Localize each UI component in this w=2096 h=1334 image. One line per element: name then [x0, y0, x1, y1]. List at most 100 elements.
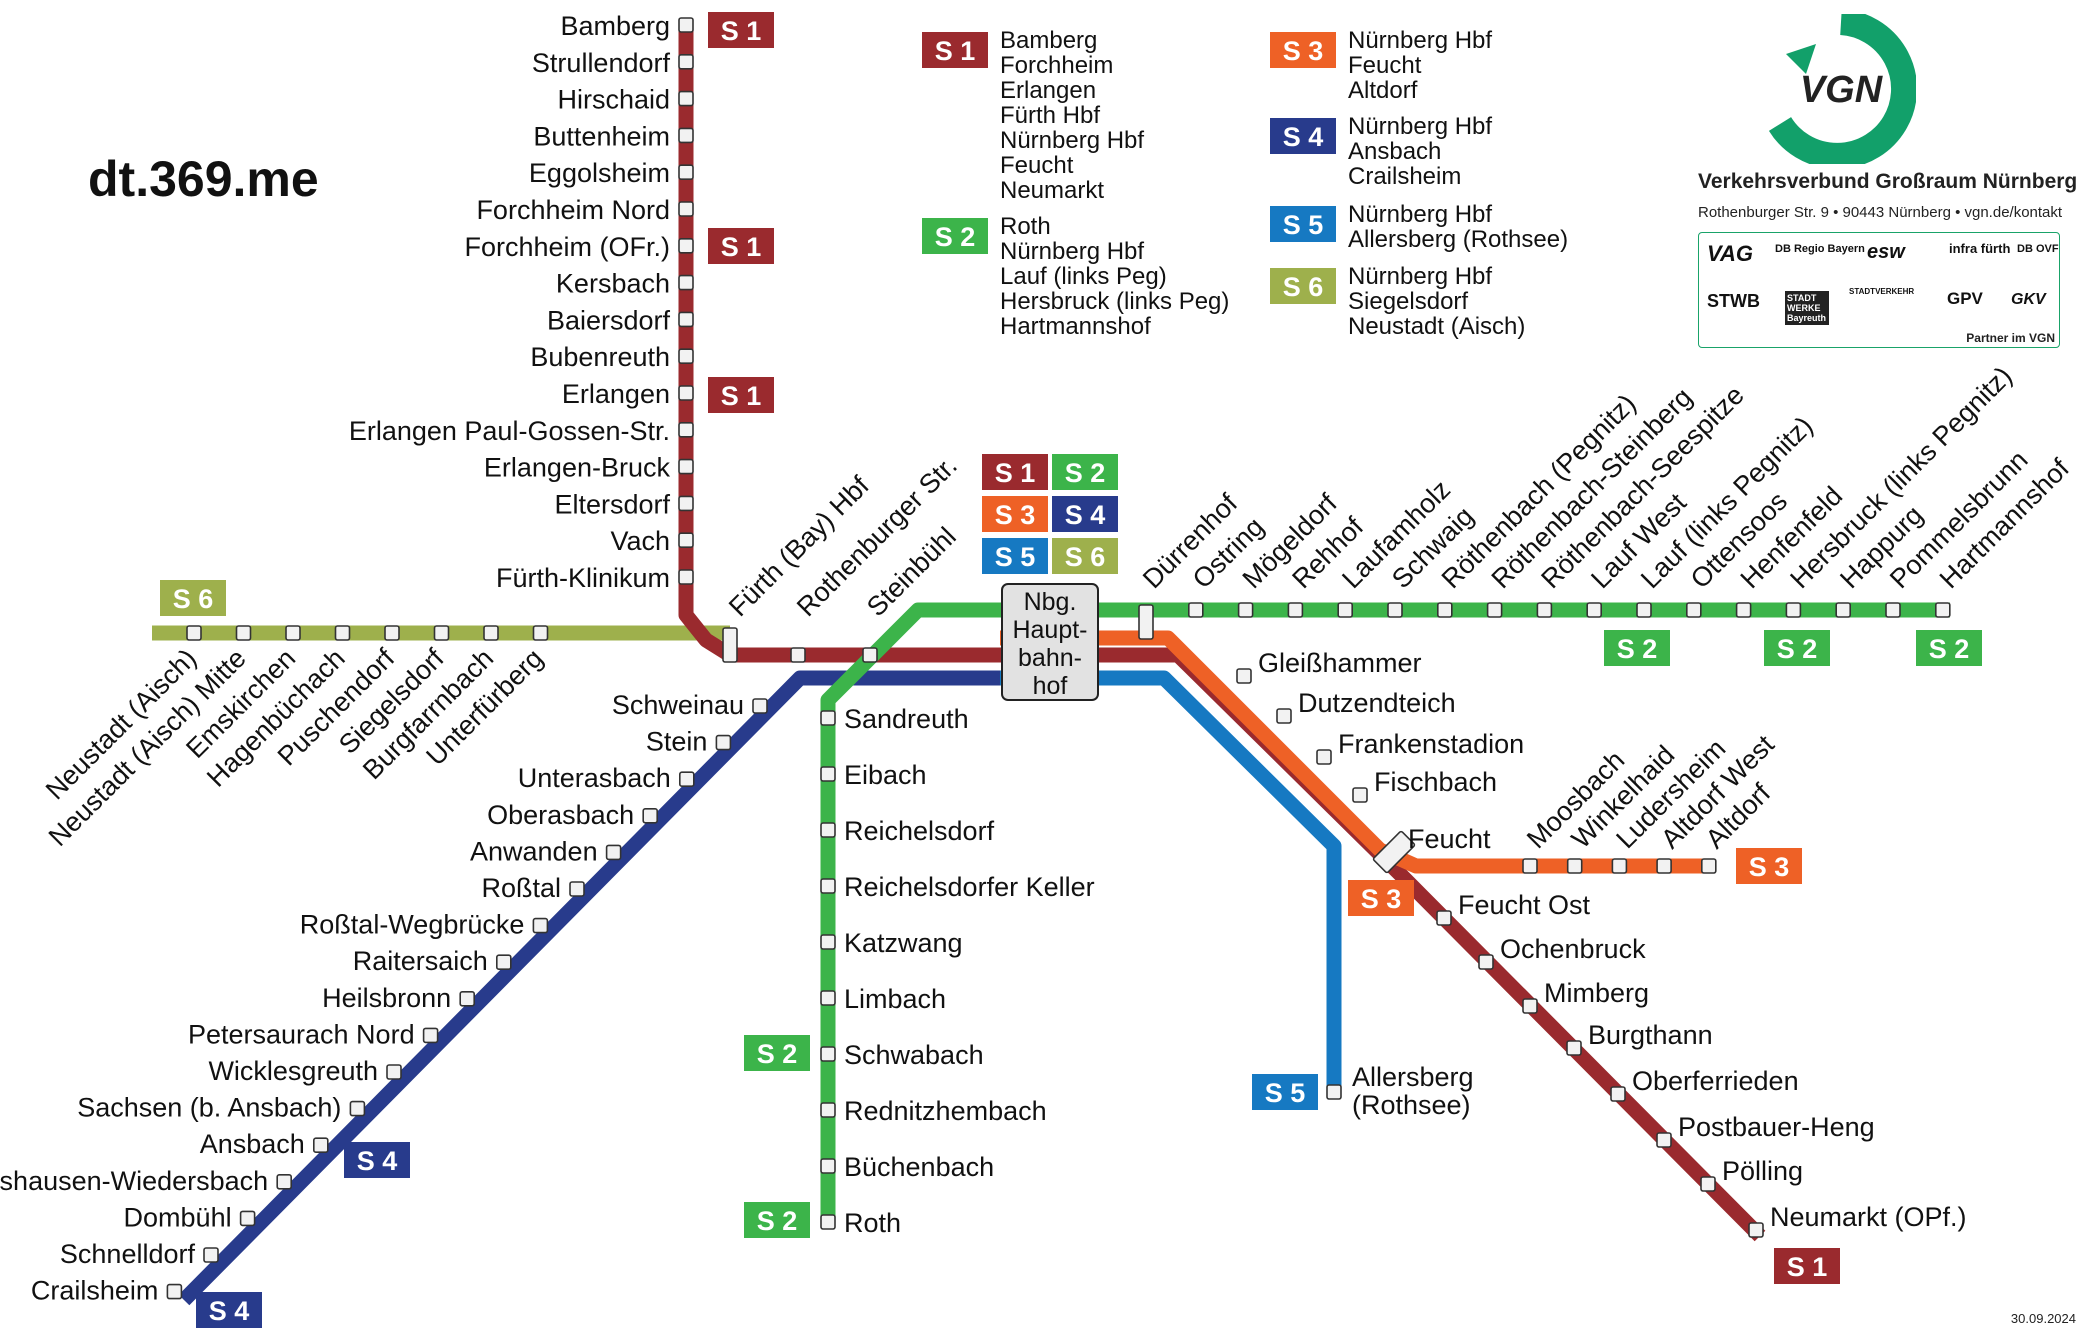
station-stop[interactable] [1735, 602, 1752, 618]
station-stop[interactable] [433, 625, 450, 641]
station-stop[interactable] [678, 201, 694, 217]
station-stop[interactable] [239, 1210, 256, 1227]
station-stop[interactable] [1748, 1222, 1764, 1238]
station-stop[interactable] [820, 1214, 836, 1230]
hub-nuernberg-hbf[interactable]: Nbg.Haupt-bahn-hof [1001, 583, 1099, 701]
station-stop[interactable] [1352, 787, 1368, 803]
station-stop[interactable] [334, 625, 351, 641]
station-stop[interactable] [790, 647, 806, 663]
station-stop[interactable] [349, 1100, 366, 1117]
station-stop[interactable] [678, 53, 694, 70]
station-stop[interactable] [1138, 604, 1154, 640]
station-stop[interactable] [1536, 602, 1553, 618]
station-stop[interactable] [459, 990, 476, 1007]
station-stop[interactable] [678, 495, 694, 512]
station-stop[interactable] [276, 1174, 293, 1190]
station-stop[interactable] [678, 127, 694, 144]
station-stop[interactable] [820, 1046, 836, 1062]
station-stop[interactable] [569, 881, 585, 897]
station-stop[interactable] [1478, 954, 1494, 970]
station-stop[interactable] [1276, 708, 1292, 724]
station-stop[interactable] [1237, 602, 1254, 618]
station-stop[interactable] [166, 1283, 183, 1300]
station-stop[interactable] [1522, 858, 1538, 874]
station-stop[interactable] [495, 954, 512, 971]
station-stop[interactable] [678, 274, 694, 291]
station-stop[interactable] [1785, 602, 1802, 618]
station-stop[interactable] [1387, 602, 1403, 618]
station-stop[interactable] [1586, 602, 1602, 618]
legend-stop: Nürnberg Hbf [1000, 238, 1144, 265]
station-stop[interactable] [752, 698, 768, 714]
station-stop[interactable] [678, 458, 694, 475]
station-stop[interactable] [1935, 602, 1951, 618]
station-stop[interactable] [820, 1102, 836, 1118]
station-stop[interactable] [820, 990, 836, 1006]
station-stop[interactable] [678, 569, 694, 585]
station-stop[interactable] [1835, 602, 1851, 618]
station-stop[interactable] [678, 311, 694, 328]
station-stop[interactable] [1701, 858, 1717, 874]
station-stop[interactable] [678, 385, 694, 401]
station-stop[interactable] [678, 17, 694, 33]
station-stop[interactable] [203, 1247, 219, 1263]
station-label: Feucht [1408, 824, 1491, 854]
station-stop[interactable] [1372, 830, 1416, 874]
station-stop[interactable] [1656, 858, 1672, 874]
station-stop[interactable] [820, 934, 836, 950]
station-stop[interactable] [715, 734, 732, 751]
station-stop[interactable] [722, 627, 738, 663]
station-stop[interactable] [235, 625, 252, 641]
station-stop[interactable] [1885, 602, 1901, 618]
line-badge-s2 [744, 1035, 810, 1071]
station-stop[interactable] [820, 1158, 836, 1174]
station-stop[interactable] [642, 807, 659, 824]
station-stop[interactable] [186, 625, 202, 641]
station-stop[interactable] [285, 625, 301, 641]
station-label: Erlangen Paul-Gossen-Str. [349, 416, 670, 446]
station-stop[interactable] [1610, 1086, 1626, 1102]
line-badge-s4 [1052, 496, 1118, 532]
station-stop[interactable] [1611, 858, 1628, 874]
station-stop[interactable] [1486, 602, 1503, 618]
station-stop[interactable] [483, 625, 499, 641]
line-badge-text: S 5 [995, 542, 1036, 572]
station-stop[interactable] [678, 90, 694, 107]
station-stop[interactable] [1236, 668, 1252, 684]
station-stop[interactable] [820, 766, 836, 782]
station-stop[interactable] [532, 917, 549, 934]
station-stop[interactable] [1656, 1132, 1672, 1148]
station-stop[interactable] [862, 647, 878, 663]
station-stop[interactable] [384, 625, 400, 641]
station-stop[interactable] [605, 844, 622, 861]
station-stop[interactable] [422, 1027, 439, 1044]
line-badge-text: S 6 [1283, 272, 1324, 302]
station-stop[interactable] [678, 421, 694, 438]
station-stop[interactable] [1437, 602, 1453, 618]
station-stop[interactable] [312, 1137, 329, 1153]
station-stop[interactable] [1337, 602, 1353, 618]
station-stop[interactable] [1436, 910, 1452, 926]
station-stop[interactable] [1188, 602, 1204, 618]
line-badge-text: S 3 [1361, 884, 1402, 914]
station-stop[interactable] [678, 164, 694, 180]
station-stop[interactable] [820, 710, 836, 726]
station-stop[interactable] [678, 532, 694, 549]
station-stop[interactable] [1522, 998, 1538, 1014]
station-stop[interactable] [1700, 1176, 1716, 1192]
station-stop[interactable] [1287, 602, 1304, 618]
station-stop[interactable] [386, 1064, 402, 1080]
station-stop[interactable] [678, 348, 694, 365]
station-label: Heilsbronn [322, 983, 451, 1013]
station-stop[interactable] [532, 625, 549, 641]
station-stop[interactable] [1566, 1040, 1582, 1056]
station-stop[interactable] [1636, 602, 1652, 618]
station-stop[interactable] [820, 878, 836, 894]
station-stop[interactable] [1566, 858, 1583, 874]
station-stop[interactable] [678, 238, 694, 254]
station-stop[interactable] [1316, 749, 1332, 765]
station-stop[interactable] [678, 771, 695, 788]
station-stop[interactable] [1326, 1084, 1342, 1100]
station-stop[interactable] [1686, 602, 1702, 618]
station-stop[interactable] [820, 822, 836, 838]
